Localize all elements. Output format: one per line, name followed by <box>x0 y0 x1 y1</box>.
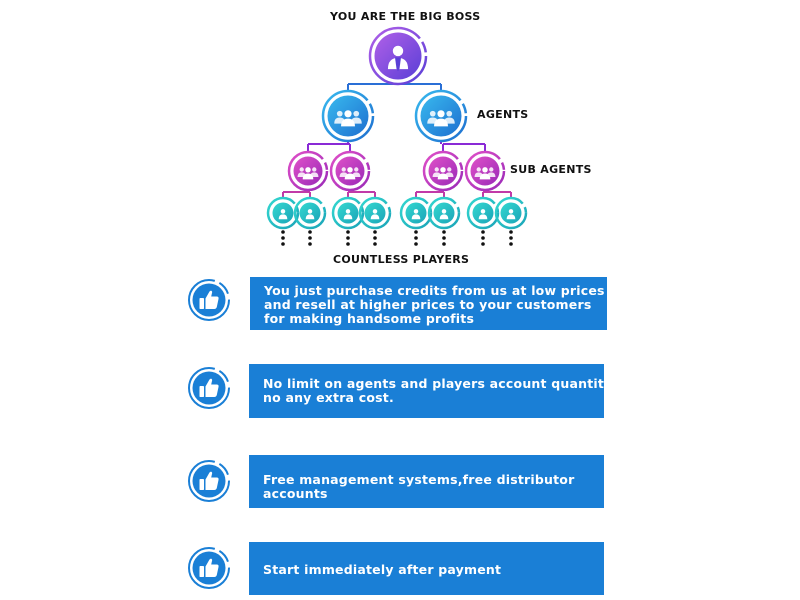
user-icon <box>439 209 449 220</box>
user-icon <box>370 209 380 220</box>
ellipsis-dots-5 <box>414 230 418 246</box>
ellipsis-dots-1 <box>281 230 285 246</box>
sub-agent-node-4 <box>464 150 506 192</box>
ellipsis-dots-7 <box>481 230 485 246</box>
ellipsis-dots-8 <box>509 230 513 246</box>
user-icon <box>278 209 288 220</box>
benefit-text-line: and resell at higher prices to your cust… <box>264 297 592 312</box>
user-icon <box>305 209 315 220</box>
player-node-1 <box>266 196 300 230</box>
benefit-box-3: Free management systems,free distributor… <box>249 455 604 508</box>
boss-label: YOU ARE THE BIG BOSS <box>330 10 481 23</box>
hierarchy-diagram <box>266 26 528 246</box>
benefit-text-line: No limit on agents and players account q… <box>263 376 617 391</box>
ellipsis-dots-4 <box>373 230 377 246</box>
group-icon <box>339 167 361 180</box>
player-node-5 <box>399 196 433 230</box>
user-icon <box>411 209 421 220</box>
players-label: COUNTLESS PLAYERS <box>333 253 470 266</box>
player-node-6 <box>427 196 461 230</box>
player-node-2 <box>293 196 327 230</box>
thumbs-up-icon <box>187 459 231 503</box>
group-icon <box>334 110 362 127</box>
sub-agent-node-3 <box>422 150 464 192</box>
group-icon <box>427 110 455 127</box>
player-node-8 <box>494 196 528 230</box>
agent-node-2 <box>414 89 468 143</box>
agent-node-1 <box>321 89 375 143</box>
user-icon <box>478 209 488 220</box>
thumbs-up-icon <box>187 546 231 590</box>
ellipsis-dots-3 <box>346 230 350 246</box>
ellipsis-dots-2 <box>308 230 312 246</box>
tree-nodes <box>266 26 528 246</box>
agents-label: AGENTS <box>477 108 529 121</box>
businessman-icon <box>387 45 409 72</box>
sub-agent-node-1 <box>287 150 329 192</box>
user-icon <box>343 209 353 220</box>
benefit-text-line: Free management systems,free distributor <box>263 472 575 487</box>
benefit-text-line: Start immediately after payment <box>263 562 502 577</box>
sub-agents-label: SUB AGENTS <box>510 163 592 176</box>
thumbs-up-icon <box>187 366 231 410</box>
player-node-4 <box>358 196 392 230</box>
benefit-box-2: No limit on agents and players account q… <box>249 364 617 418</box>
group-icon <box>432 167 454 180</box>
benefit-text-line: no any extra cost. <box>263 390 394 405</box>
player-node-3 <box>331 196 365 230</box>
benefit-box-1: You just purchase credits from us at low… <box>250 277 607 330</box>
ellipsis-dots-6 <box>442 230 446 246</box>
player-node-7 <box>466 196 500 230</box>
boss-node <box>368 26 428 86</box>
sub-agent-node-2 <box>329 150 371 192</box>
benefit-text-line: for making handsome profits <box>264 311 475 326</box>
user-icon <box>506 209 516 220</box>
benefit-text-line: You just purchase credits from us at low… <box>264 283 605 298</box>
thumbs-up-icon <box>187 278 231 322</box>
group-icon <box>297 167 319 180</box>
benefit-box-4: Start immediately after payment <box>249 542 604 595</box>
benefit-text-line: accounts <box>263 486 328 501</box>
group-icon <box>474 167 496 180</box>
